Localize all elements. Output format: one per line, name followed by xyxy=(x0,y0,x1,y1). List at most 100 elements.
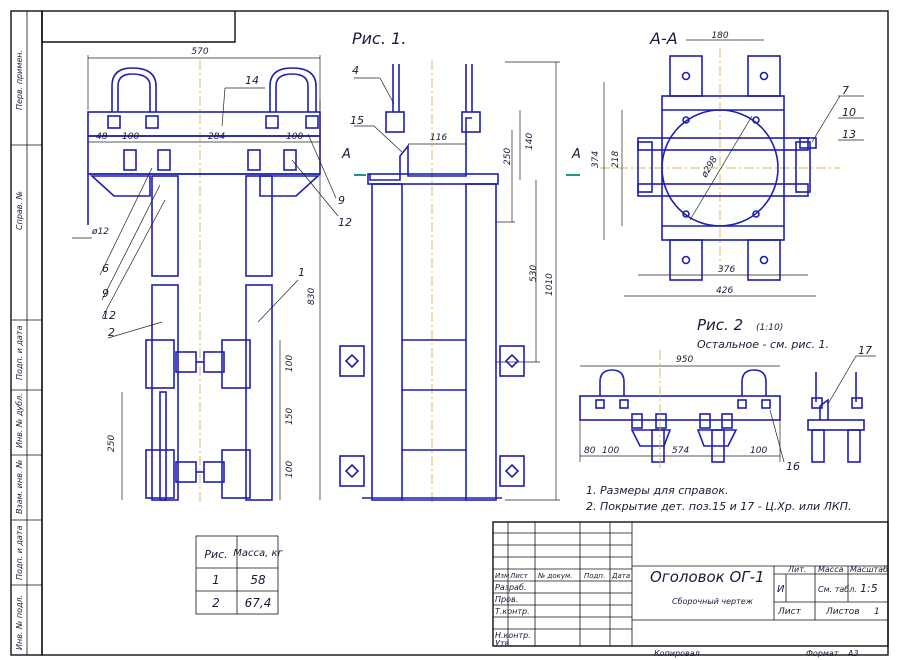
front-callouts: 14 9 12 6 9 12 1 2 xyxy=(99,74,352,339)
dim-label: 150 xyxy=(285,408,295,425)
callout: 2 xyxy=(108,326,115,339)
tb-col-header: Лист xyxy=(509,572,529,580)
side-dimensions: 116 140 250 530 1010 xyxy=(408,61,560,501)
callout: 12 xyxy=(338,216,352,229)
mass-table: Рис. Масса, кг 1 58 2 67,4 xyxy=(195,535,284,615)
sheet-frame xyxy=(10,10,889,656)
side-strip-labels: Перв. примен. Справ. № Подп. и дата Инв.… xyxy=(15,50,24,650)
dim-label: 48 xyxy=(96,132,108,142)
side-label: Подп. и дата xyxy=(15,525,24,580)
tb-label: Масса xyxy=(818,565,844,574)
fig2-callouts: 16 17 xyxy=(769,344,876,473)
tb-label: Масштаб xyxy=(850,565,888,574)
tb-label: Лист xyxy=(777,607,802,617)
side-view: А А xyxy=(339,60,581,505)
callout: 7 xyxy=(842,84,849,97)
callout: 9 xyxy=(338,194,345,207)
front-dimensions: 570 48 100 284 100 ø12 830 100 150 100 2… xyxy=(72,47,321,500)
callout: 1 xyxy=(298,266,305,279)
side-label: Инв. № дубл. xyxy=(15,393,24,448)
callout: 9 xyxy=(102,287,109,300)
dim-label: 100 xyxy=(285,461,295,478)
footer-format-value: А3 xyxy=(847,649,859,658)
table-cell: 1 xyxy=(212,573,220,587)
tb-col-header: № докум. xyxy=(537,572,573,580)
dim-label: 830 xyxy=(307,288,317,305)
dim-label: 100 xyxy=(750,446,767,456)
side-label: Перв. примен. xyxy=(15,50,24,110)
callout: 12 xyxy=(102,309,116,322)
dim-label: 180 xyxy=(711,31,728,41)
dim-label: 116 xyxy=(430,133,447,143)
dim-label: 250 xyxy=(107,435,117,452)
side-label: Справ. № xyxy=(15,191,24,230)
tb-row-label: Разраб. xyxy=(495,583,526,592)
footer-copied: Копировал xyxy=(654,649,700,658)
dim-label: 100 xyxy=(286,132,303,142)
dim-label: 570 xyxy=(191,47,208,57)
dim-label: 374 xyxy=(591,151,601,168)
side-label: Подп. и дата xyxy=(15,325,24,380)
dim-label: 950 xyxy=(676,355,693,365)
dim-label: ø12 xyxy=(91,227,109,237)
section-mark: А xyxy=(341,147,351,162)
tb-value: 1:5 xyxy=(860,582,878,595)
callout: 14 xyxy=(245,74,259,87)
side-label: Инв. № подл. xyxy=(15,595,24,650)
callout: 16 xyxy=(786,460,800,473)
dim-label: 284 xyxy=(208,132,225,142)
tb-label: Листов xyxy=(825,607,860,617)
fig2-dimensions: 950 80 100 574 100 xyxy=(579,355,781,462)
drawing-doc-type: Сборочный чертеж xyxy=(672,597,754,606)
note-line: 1. Размеры для справок. xyxy=(586,484,729,497)
table-header: Масса, кг xyxy=(233,548,283,559)
table-cell: 58 xyxy=(250,573,266,587)
tb-value: См. табл. xyxy=(818,585,857,594)
fig2-scale: (1:10) xyxy=(756,323,783,333)
table-cell: 2 xyxy=(212,596,220,610)
callout: 15 xyxy=(350,114,364,127)
dim-label: 250 xyxy=(503,148,513,165)
dim-label: 218 xyxy=(611,151,621,168)
footer-format-label: Формат xyxy=(806,649,839,658)
callout: 4 xyxy=(352,64,359,77)
dim-label: 530 xyxy=(529,265,539,282)
tb-value: И xyxy=(777,584,785,595)
drawing-name: Оголовок ОГ-1 xyxy=(650,568,765,586)
table-header: Рис. xyxy=(204,548,227,561)
side-callouts: 4 15 xyxy=(350,64,403,153)
dim-label: 140 xyxy=(525,133,535,150)
tb-row-label: Пров. xyxy=(495,595,518,604)
dim-label: 100 xyxy=(122,132,139,142)
table-cell: 67,4 xyxy=(245,596,272,610)
fig2-title: Рис. 2 xyxy=(697,316,743,334)
callout: 10 xyxy=(842,106,856,119)
dim-label: 574 xyxy=(672,446,689,456)
section-view xyxy=(600,48,840,281)
dim-label: 80 xyxy=(584,446,596,456)
tb-row-label: Н.контр. xyxy=(495,631,531,640)
tb-col-header: Дата xyxy=(611,572,630,580)
tb-label: Лит. xyxy=(787,565,806,574)
side-label: Взам. инв. № xyxy=(15,460,24,514)
dim-label: 376 xyxy=(718,265,735,275)
tb-row-label: Утв. xyxy=(495,639,512,648)
dim-label: 1010 xyxy=(545,273,555,296)
fig2-view xyxy=(579,350,865,470)
fig1-title: Рис. 1. xyxy=(352,29,406,48)
dim-label: 100 xyxy=(285,355,295,372)
dim-label: 426 xyxy=(716,286,733,296)
note-line: 2. Покрытие дет. поз.15 и 17 - Ц.Хр. или… xyxy=(586,500,852,513)
callout: 13 xyxy=(842,128,856,141)
callout: 17 xyxy=(858,344,872,357)
tb-row-label: Т.контр. xyxy=(495,607,530,616)
tb-col-header: Изм xyxy=(495,572,510,580)
section-callouts: 7 10 13 xyxy=(811,84,864,143)
section-title: А-А xyxy=(649,29,678,48)
front-view xyxy=(87,60,321,505)
section-mark: А xyxy=(571,147,581,162)
callout: 6 xyxy=(102,262,109,275)
tb-col-header: Подп. xyxy=(584,572,605,580)
tb-value: 1 xyxy=(874,607,880,617)
